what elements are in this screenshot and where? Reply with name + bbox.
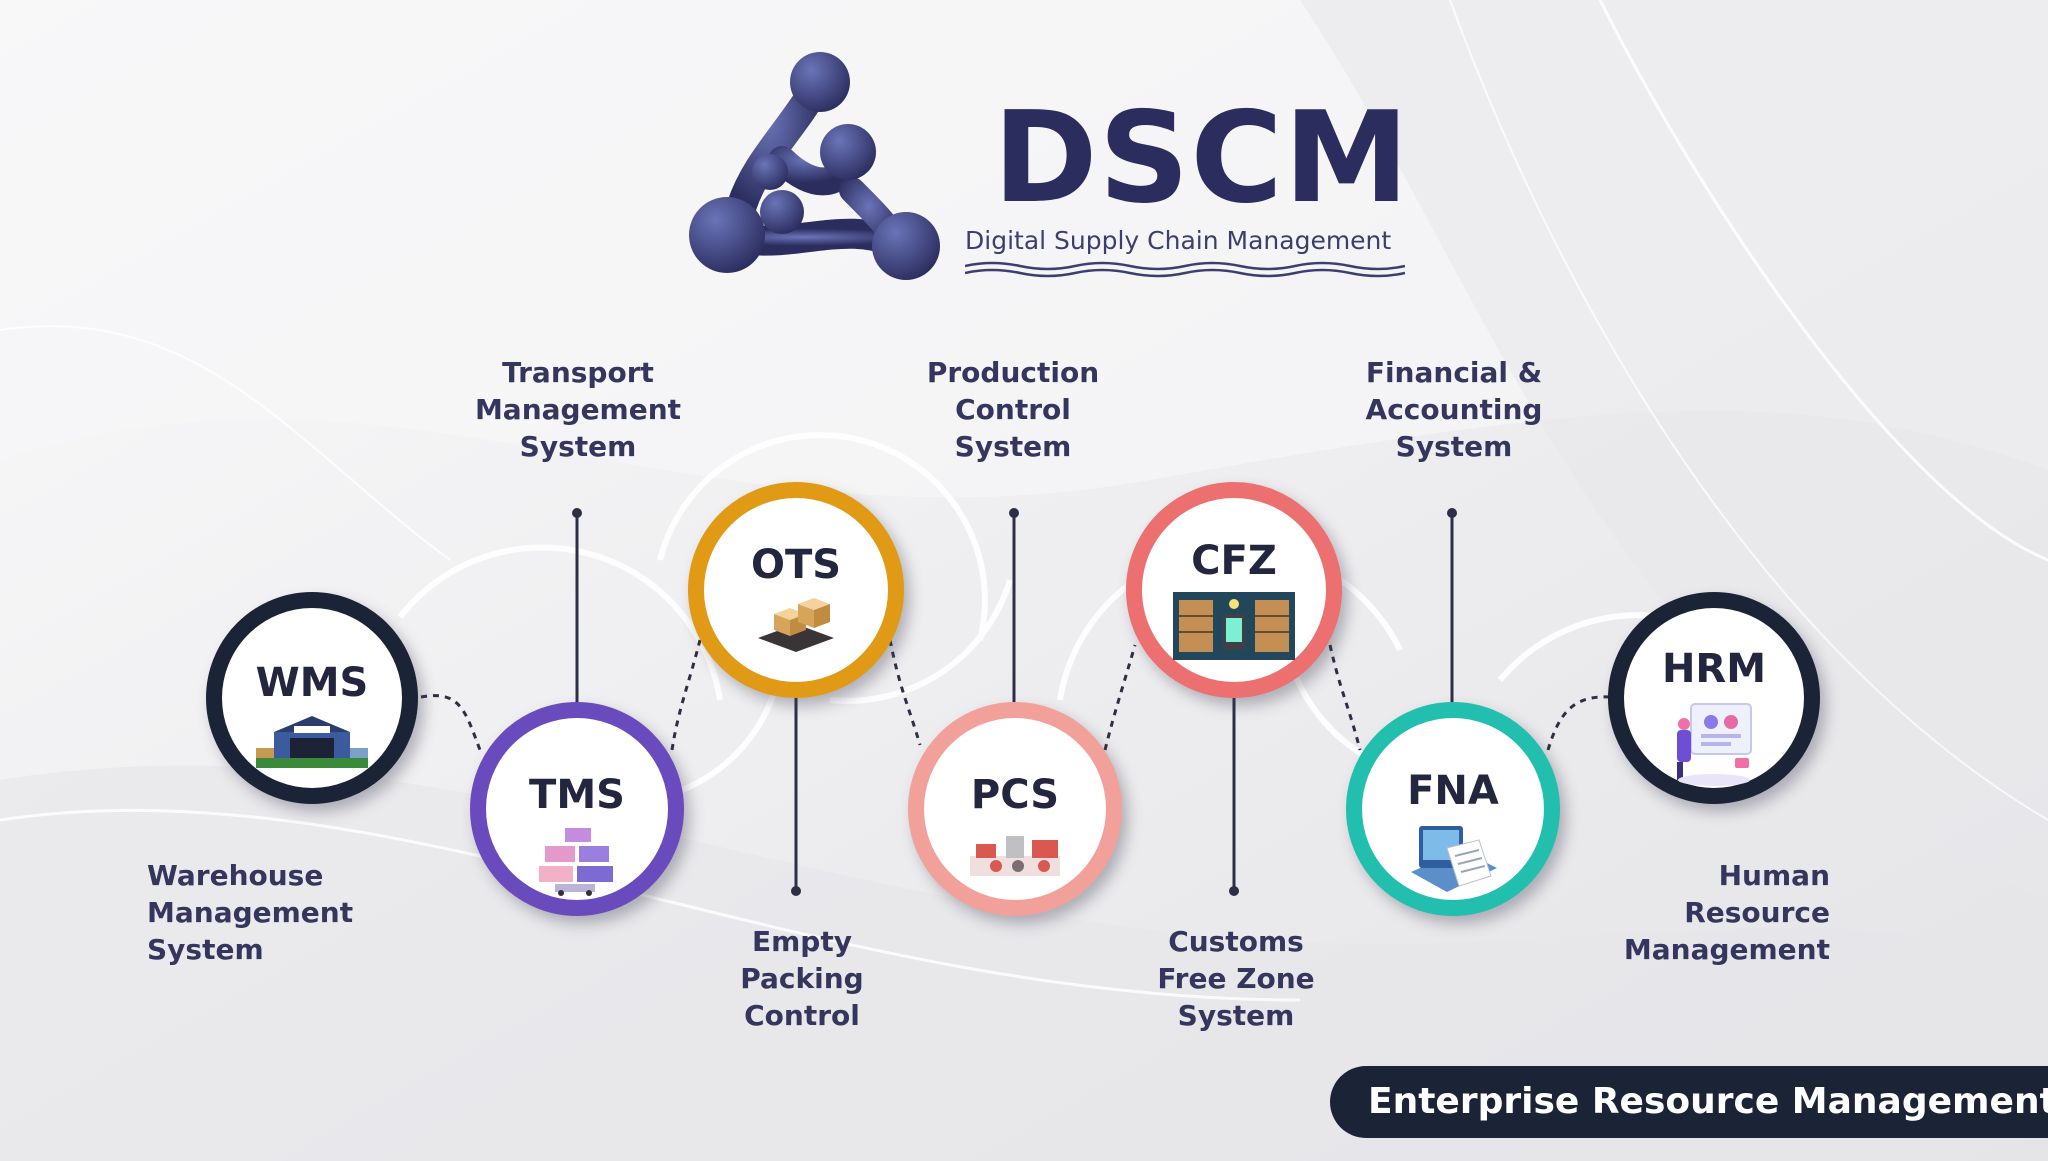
dscm-logo-icon: [689, 52, 940, 280]
module-node-wms[interactable]: WMS: [206, 592, 418, 804]
brand-title: DSCM: [993, 84, 1411, 231]
module-node-hrm[interactable]: HRM: [1608, 592, 1820, 804]
scanner-icon: [1173, 592, 1295, 660]
warehouse-icon: [256, 716, 368, 768]
module-code: PCS: [970, 772, 1060, 818]
module-node-tms[interactable]: TMS: [470, 702, 684, 916]
tagline-wave-decoration: [965, 261, 1405, 278]
module-code: WMS: [255, 660, 369, 706]
module-code: CFZ: [1191, 538, 1277, 584]
module-node-fna[interactable]: FNA: [1346, 702, 1560, 916]
module-code: OTS: [750, 542, 842, 588]
boxes-icon: [758, 598, 834, 652]
module-node-ots[interactable]: OTS: [688, 482, 904, 698]
brand-tagline: Digital Supply Chain Management: [965, 226, 1392, 255]
people-dashboard-icon: [1677, 703, 1752, 786]
factory-icon: [970, 836, 1060, 876]
module-node-cfz[interactable]: CFZ: [1126, 482, 1342, 698]
invoice-icon: [1411, 826, 1497, 892]
footer-label: Enterprise Resource Management: [1368, 1081, 2048, 1122]
module-code: FNA: [1407, 768, 1499, 814]
containers-icon: [539, 828, 613, 896]
module-node-pcs[interactable]: PCS: [908, 702, 1122, 916]
module-code: TMS: [529, 772, 625, 818]
module-code: HRM: [1661, 646, 1767, 692]
footer-badge: [1330, 1066, 2048, 1138]
